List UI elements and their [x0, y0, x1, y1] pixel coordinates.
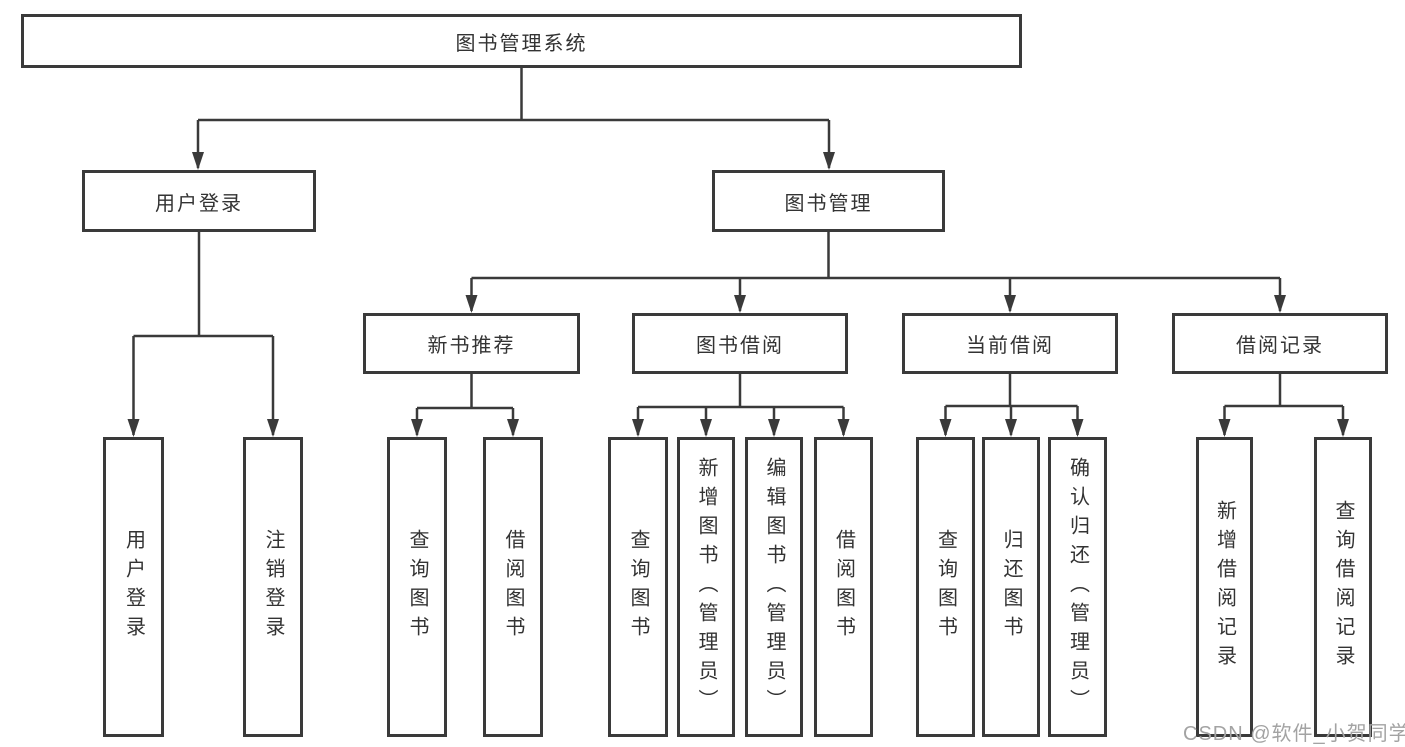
node-label: 查询图书: [934, 529, 957, 645]
node-current-borrow: 当前借阅: [902, 313, 1118, 374]
leaf-confirm-return-admin: 确认归还（管理员）: [1048, 437, 1107, 737]
node-borrow-record: 借阅记录: [1172, 313, 1388, 374]
leaf-add-book-admin: 新增图书（管理员）: [677, 437, 735, 737]
node-book-borrow: 图书借阅: [632, 313, 848, 374]
csdn-watermark: CSDN @软件_小贺同学: [1183, 723, 1405, 745]
leaf-borrow-book: 借阅图书: [814, 437, 873, 737]
leaf-user-login: 用户登录: [103, 437, 164, 737]
leaf-query-book-borrow: 查询图书: [608, 437, 668, 737]
node-label: 图书管理系统: [455, 32, 588, 55]
leaf-query-borrow-record: 查询借阅记录: [1314, 437, 1372, 737]
leaf-return-book: 归还图书: [982, 437, 1040, 737]
node-label: 图书管理: [784, 192, 873, 215]
node-label: 当前借阅: [966, 335, 1054, 357]
leaf-add-borrow-record: 新增借阅记录: [1196, 437, 1253, 737]
node-label: 新增借阅记录: [1213, 500, 1236, 674]
leaf-logout: 注销登录: [243, 437, 303, 737]
node-label: 编辑图书（管理员）: [763, 456, 785, 718]
node-label: 查询图书: [627, 529, 649, 645]
node-root-system: 图书管理系统: [21, 14, 1022, 68]
node-label: 查询图书: [406, 529, 428, 645]
node-label: 新增图书（管理员）: [695, 456, 717, 718]
node-label: 归还图书: [1000, 529, 1022, 645]
node-label: 借阅记录: [1236, 335, 1324, 357]
node-label: 用户登录: [122, 529, 145, 645]
node-label: 新书推荐: [427, 335, 516, 357]
leaf-query-book-current: 查询图书: [916, 437, 975, 737]
leaf-query-book-recommend: 查询图书: [387, 437, 447, 737]
node-book-management: 图书管理: [712, 170, 945, 232]
leaf-edit-book-admin: 编辑图书（管理员）: [745, 437, 803, 737]
node-label: 注销登录: [262, 529, 284, 645]
node-label: 借阅图书: [832, 529, 855, 645]
node-label: 图书借阅: [696, 335, 784, 357]
node-label: 用户登录: [155, 192, 243, 215]
node-label: 确认归还（管理员）: [1066, 456, 1089, 718]
node-label: 查询借阅记录: [1332, 500, 1354, 674]
node-new-book-recommend: 新书推荐: [363, 313, 580, 374]
node-user-login: 用户登录: [82, 170, 316, 232]
leaf-borrow-book-recommend: 借阅图书: [483, 437, 543, 737]
node-label: 借阅图书: [502, 529, 524, 645]
